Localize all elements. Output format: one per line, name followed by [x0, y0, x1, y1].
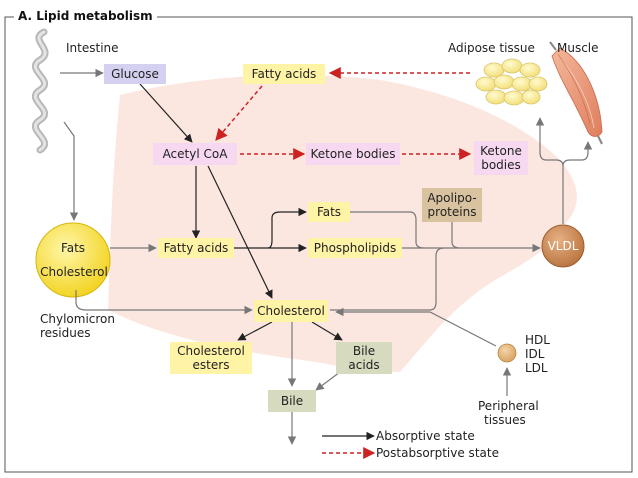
label-chylomicron: Chylomicron — [40, 312, 115, 326]
node-vldl: VLDL — [547, 239, 579, 253]
label-adipose-tissue: Adipose tissue — [448, 41, 535, 55]
arrow-bileacids-bile — [315, 371, 341, 391]
chylomicron-circle — [35, 222, 111, 298]
arrow-cholesterol-esters — [237, 321, 273, 341]
legend-absorptive-label: Absorptive state — [376, 429, 475, 443]
node-acetyl-coa: Acetyl CoA — [153, 143, 237, 165]
node-ketone-bodies-out: Ketone bodies — [474, 141, 528, 175]
lipoprotein-circle — [497, 343, 517, 363]
arrow-fattyacids-fats — [267, 207, 307, 249]
node-cholesterol: Cholesterol — [254, 300, 328, 322]
arrow-intestine-chylomicron — [63, 121, 79, 221]
ketone-out-line1: Ketone — [480, 144, 522, 158]
node-bile: Bile — [268, 390, 316, 412]
arrow-residues-cholesterol — [75, 290, 253, 315]
node-chylo-fats: Fats — [60, 241, 86, 255]
label-residues: residues — [40, 326, 91, 340]
node-glucose: Glucose — [104, 64, 166, 84]
line-apolipo-vldl — [451, 222, 461, 249]
label-intestine: Intestine — [66, 41, 119, 55]
vldl-circle — [541, 224, 585, 268]
bile-acids-line1: Bile — [352, 344, 376, 358]
label-idl: IDL — [525, 347, 545, 361]
arrow-vldl-adipose — [535, 117, 564, 224]
chol-esters-line2: esters — [192, 358, 230, 372]
node-cholesterol-esters: Cholesterol esters — [170, 342, 252, 374]
figure-title: A. Lipid metabolism — [14, 9, 157, 23]
label-ldl: LDL — [525, 361, 548, 375]
adipose-tissue-illustration — [475, 58, 548, 106]
bile-acids-line2: acids — [348, 358, 380, 372]
liver-shape — [108, 75, 577, 372]
line-fats-vldl — [350, 211, 425, 249]
label-tissues: tissues — [484, 413, 526, 427]
arrow-acetyl-cholesterol — [207, 165, 273, 299]
arrow-hdl-cholesterol — [335, 307, 497, 347]
chol-esters-line1: Cholesterol — [177, 344, 245, 358]
ketone-out-line2: bodies — [481, 158, 521, 172]
node-chylo-cholesterol: Cholesterol — [40, 265, 108, 279]
node-ketone-bodies-liver: Ketone bodies — [306, 143, 400, 165]
label-peripheral: Peripheral — [478, 399, 539, 413]
node-apolipoproteins: Apolipo- proteins — [422, 188, 482, 222]
node-fatty-acids-top: Fatty acids — [243, 64, 325, 84]
arrow-fattyacids-acetyl — [215, 85, 263, 141]
node-bile-acids: Bile acids — [336, 342, 392, 374]
label-hdl: HDL — [525, 333, 550, 347]
arrow-glucose-acetyl — [139, 83, 193, 143]
arrow-vldl-muscle — [562, 141, 593, 167]
muscle-illustration — [549, 41, 603, 145]
node-phospholipids: Phospholipids — [308, 238, 402, 258]
apolipo-line1: Apolipo- — [427, 191, 477, 205]
node-fats: Fats — [308, 202, 350, 222]
frame — [4, 16, 633, 473]
label-muscle: Muscle — [557, 41, 599, 55]
arrow-cholesterol-bileacids — [311, 321, 343, 341]
line-cholesterol-vldl — [330, 247, 445, 311]
apolipo-line2: proteins — [427, 205, 477, 219]
node-fatty-acids-mid: Fatty acids — [158, 238, 234, 258]
legend-postabsorptive-label: Postabsorptive state — [376, 446, 499, 460]
